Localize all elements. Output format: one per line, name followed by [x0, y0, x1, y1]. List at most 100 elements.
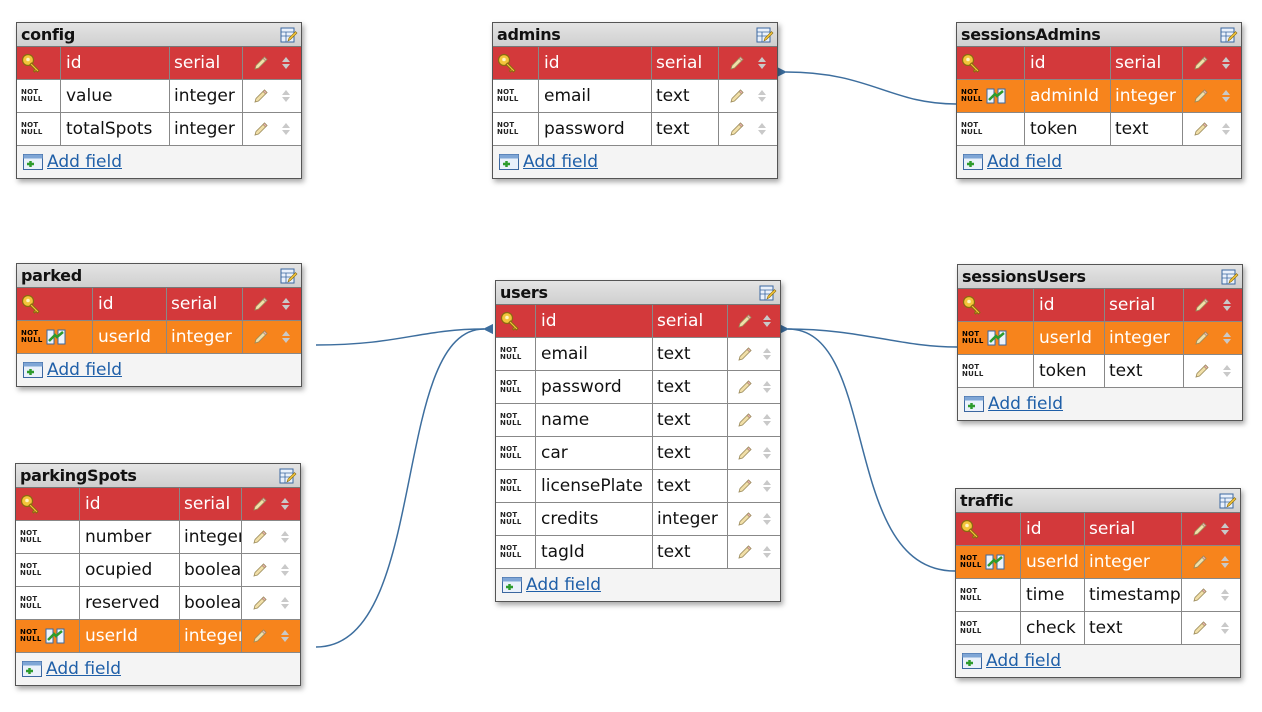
reorder-icon[interactable] — [280, 595, 290, 611]
field-name[interactable]: ocupied — [80, 554, 180, 586]
edit-field-icon[interactable] — [253, 329, 269, 345]
edit-field-icon[interactable] — [253, 121, 269, 137]
field-name[interactable]: car — [536, 437, 653, 469]
field-name[interactable]: value — [61, 80, 170, 112]
edit-field-icon[interactable] — [253, 88, 269, 104]
field-type[interactable]: text — [652, 113, 719, 145]
field-name[interactable]: id — [536, 305, 653, 337]
field-type[interactable]: serial — [1085, 513, 1182, 545]
reorder-icon[interactable] — [1220, 554, 1230, 570]
edit-field-icon[interactable] — [737, 412, 753, 428]
field-name[interactable]: userId — [1034, 322, 1105, 354]
field-name[interactable]: tagId — [536, 536, 653, 568]
reorder-icon[interactable] — [1222, 297, 1232, 313]
edit-field-icon[interactable] — [252, 562, 268, 578]
edit-field-icon[interactable] — [1192, 587, 1208, 603]
edit-table-icon[interactable] — [756, 26, 774, 44]
field-name[interactable]: credits — [536, 503, 653, 535]
reorder-icon[interactable] — [762, 412, 772, 428]
field-type[interactable]: timestamp — [1085, 579, 1182, 611]
field-type[interactable]: integer — [180, 620, 242, 652]
edit-field-icon[interactable] — [1194, 363, 1210, 379]
field-name[interactable]: id — [61, 47, 170, 79]
field-name[interactable]: token — [1025, 113, 1111, 145]
add-field-link[interactable]: Add field — [987, 152, 1062, 172]
reorder-icon[interactable] — [762, 544, 772, 560]
field-name[interactable]: userId — [1021, 546, 1085, 578]
field-type[interactable]: integer — [167, 321, 243, 353]
edit-field-icon[interactable] — [1193, 121, 1209, 137]
field-type[interactable]: integer — [180, 521, 242, 553]
edit-table-icon[interactable] — [280, 26, 298, 44]
reorder-icon[interactable] — [280, 529, 290, 545]
edit-field-icon[interactable] — [252, 628, 268, 644]
field-name[interactable]: id — [1021, 513, 1085, 545]
reorder-icon[interactable] — [762, 379, 772, 395]
reorder-icon[interactable] — [1221, 55, 1231, 71]
field-type[interactable]: text — [653, 470, 728, 502]
add-field-link[interactable]: Add field — [988, 394, 1063, 414]
edit-field-icon[interactable] — [737, 313, 753, 329]
reorder-icon[interactable] — [1222, 330, 1232, 346]
field-name[interactable]: reserved — [80, 587, 180, 619]
field-type[interactable]: integer — [170, 113, 243, 145]
reorder-icon[interactable] — [281, 296, 291, 312]
add-field-icon[interactable] — [499, 154, 519, 170]
reorder-icon[interactable] — [280, 562, 290, 578]
edit-field-icon[interactable] — [737, 511, 753, 527]
reorder-icon[interactable] — [762, 478, 772, 494]
add-field-link[interactable]: Add field — [47, 360, 122, 380]
reorder-icon[interactable] — [757, 55, 767, 71]
edit-field-icon[interactable] — [1192, 554, 1208, 570]
add-field-icon[interactable] — [963, 154, 983, 170]
reorder-icon[interactable] — [1221, 121, 1231, 137]
field-name[interactable]: id — [1025, 47, 1111, 79]
edit-field-icon[interactable] — [253, 55, 269, 71]
edit-field-icon[interactable] — [729, 55, 745, 71]
edit-field-icon[interactable] — [729, 121, 745, 137]
edit-field-icon[interactable] — [1193, 55, 1209, 71]
field-name[interactable]: id — [93, 288, 167, 320]
field-name[interactable]: time — [1021, 579, 1085, 611]
field-name[interactable]: name — [536, 404, 653, 436]
field-name[interactable]: userId — [80, 620, 180, 652]
field-type[interactable]: integer — [1111, 80, 1183, 112]
field-type[interactable]: text — [1111, 113, 1183, 145]
reorder-icon[interactable] — [281, 329, 291, 345]
reorder-icon[interactable] — [281, 121, 291, 137]
edit-table-icon[interactable] — [759, 284, 777, 302]
field-name[interactable]: id — [539, 47, 652, 79]
add-field-icon[interactable] — [23, 362, 43, 378]
edit-field-icon[interactable] — [1194, 330, 1210, 346]
field-type[interactable]: text — [653, 536, 728, 568]
field-name[interactable]: licensePlate — [536, 470, 653, 502]
edit-table-icon[interactable] — [279, 467, 297, 485]
field-type[interactable]: serial — [180, 488, 242, 520]
edit-field-icon[interactable] — [252, 496, 268, 512]
field-type[interactable]: text — [653, 437, 728, 469]
reorder-icon[interactable] — [757, 121, 767, 137]
edit-field-icon[interactable] — [737, 544, 753, 560]
reorder-icon[interactable] — [1222, 363, 1232, 379]
edit-field-icon[interactable] — [737, 346, 753, 362]
reorder-icon[interactable] — [281, 88, 291, 104]
field-type[interactable]: integer — [1085, 546, 1182, 578]
field-type[interactable]: text — [653, 338, 728, 370]
edit-field-icon[interactable] — [737, 379, 753, 395]
edit-field-icon[interactable] — [737, 445, 753, 461]
field-name[interactable]: token — [1034, 355, 1105, 387]
field-name[interactable]: password — [536, 371, 653, 403]
field-type[interactable]: serial — [1105, 289, 1184, 321]
field-type[interactable]: serial — [653, 305, 728, 337]
reorder-icon[interactable] — [1220, 620, 1230, 636]
edit-field-icon[interactable] — [253, 296, 269, 312]
field-type[interactable]: integer — [1105, 322, 1184, 354]
reorder-icon[interactable] — [280, 496, 290, 512]
field-name[interactable]: id — [80, 488, 180, 520]
edit-table-icon[interactable] — [280, 267, 298, 285]
field-type[interactable]: text — [1085, 612, 1182, 644]
field-name[interactable]: email — [539, 80, 652, 112]
field-type[interactable]: integer — [653, 503, 728, 535]
reorder-icon[interactable] — [1220, 521, 1230, 537]
add-field-link[interactable]: Add field — [523, 152, 598, 172]
